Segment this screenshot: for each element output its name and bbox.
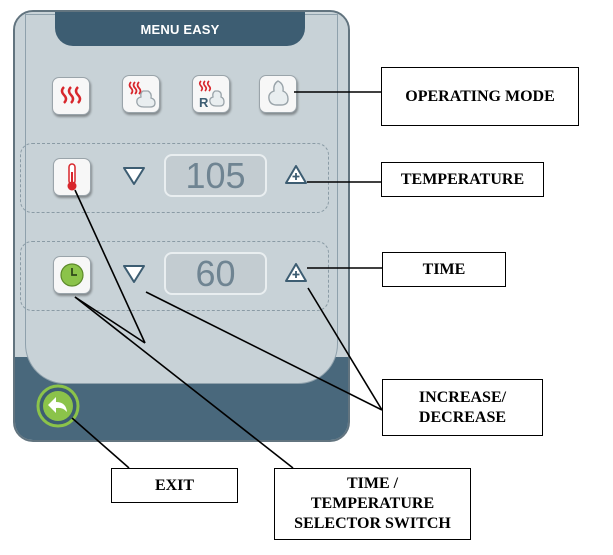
callout-exit: EXIT — [111, 468, 238, 503]
temperature-increase-button[interactable] — [284, 164, 308, 186]
mode-steam-button[interactable] — [259, 75, 297, 113]
time-increase-button[interactable] — [284, 262, 308, 284]
callout-increase-line: INCREASE/ — [418, 388, 507, 406]
callout-selector-line-3: SELECTOR SWITCH — [294, 515, 451, 532]
time-display: 60 — [164, 252, 267, 295]
time-selector-button[interactable] — [53, 256, 91, 294]
regeneration-icon: R — [198, 80, 225, 109]
callout-selector-switch: TIME / TEMPERATURE SELECTOR SWITCH — [274, 468, 471, 540]
callout-operating-mode: OPERATING MODE — [381, 67, 579, 126]
svg-text:R: R — [199, 95, 209, 109]
callout-temperature: TEMPERATURE — [381, 162, 544, 197]
callout-selector-line-1: TIME / — [346, 475, 399, 492]
callout-increase-decrease: INCREASE/ DECREASE — [382, 379, 543, 436]
callout-decrease-line: DECREASE — [418, 408, 507, 426]
exit-button[interactable] — [36, 384, 80, 428]
thermometer-icon — [67, 163, 77, 191]
temperature-selector-button[interactable] — [53, 158, 91, 196]
clock-icon — [60, 263, 84, 287]
mode-regeneration-button[interactable]: R — [192, 75, 230, 113]
temperature-group — [20, 143, 329, 213]
back-arrow-icon — [48, 397, 67, 413]
temperature-display: 105 — [164, 154, 267, 197]
heat-steam-icon — [128, 81, 156, 108]
callout-time: TIME — [382, 252, 506, 287]
control-panel: MENU EASY — [13, 10, 350, 442]
time-decrease-button[interactable] — [122, 263, 146, 285]
mode-convection-button[interactable] — [52, 77, 90, 115]
mode-combi-button[interactable] — [122, 75, 160, 113]
menu-title: MENU EASY — [55, 12, 305, 46]
heat-waves-icon — [60, 86, 82, 104]
steam-icon — [268, 80, 289, 106]
temperature-decrease-button[interactable] — [122, 165, 146, 187]
callout-selector-line-2: TEMPERATURE — [310, 495, 435, 512]
